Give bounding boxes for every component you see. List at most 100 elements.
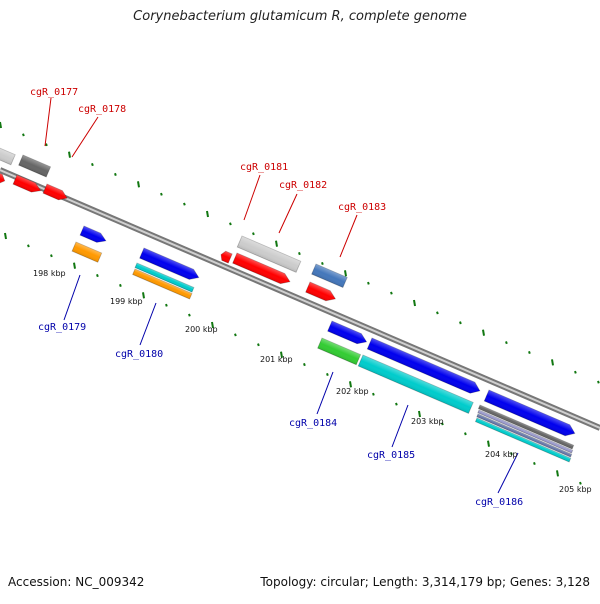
leader-line (391, 404, 409, 448)
gene-feature-grey[interactable] (236, 235, 302, 273)
guide-tick (482, 329, 485, 336)
guide-tick (551, 359, 554, 366)
ruler-tick (96, 274, 99, 278)
gene-arrow-blue[interactable] (483, 389, 577, 439)
ruler-tick (533, 461, 536, 465)
leader-line (497, 452, 519, 494)
leader-line (139, 302, 157, 346)
ruler-tick (188, 313, 191, 317)
guide-tick (206, 210, 209, 218)
guide-tick (528, 350, 531, 354)
guide-tick (344, 270, 347, 277)
gene-feature-cyan[interactable] (357, 354, 474, 414)
ruler-tick (4, 232, 7, 240)
guide-tick (114, 172, 117, 176)
ruler-tick (257, 343, 260, 347)
ruler-tick (510, 452, 513, 456)
ruler-tick (73, 262, 76, 269)
guide-tick (298, 252, 301, 256)
lower-ruler (4, 232, 582, 485)
guide-tick (436, 311, 439, 315)
guide-tick (597, 380, 600, 384)
guide-tick (505, 341, 508, 345)
ruler-label: 199 kbp (110, 297, 143, 306)
gene-label-cgR_0178: cgR_0178 (78, 104, 126, 115)
gene-feature-dark[interactable] (477, 404, 575, 450)
upper-dotted-guide (0, 121, 600, 384)
gene-feature-slate[interactable] (476, 413, 573, 458)
gene-arrow-red[interactable] (12, 174, 43, 195)
guide-tick (91, 163, 94, 167)
guide-tick (160, 192, 163, 196)
ruler-label: 202 kbp (336, 387, 369, 396)
guide-tick (321, 261, 324, 265)
leader-lines (44, 97, 519, 494)
gene-arrow-blue[interactable] (366, 337, 482, 396)
leader-line (316, 371, 334, 415)
gene-feature-orange[interactable] (132, 268, 193, 300)
leader-line (71, 116, 99, 158)
guide-tick (183, 202, 186, 206)
gene-arrow-blue[interactable] (139, 247, 201, 283)
ruler-tick (234, 333, 237, 337)
genome-summary-text: Topology: circular; Length: 3,314,179 bp… (260, 575, 590, 589)
ruler-tick (464, 432, 467, 436)
leader-line (44, 97, 52, 147)
ruler-tick (119, 283, 122, 287)
leader-line (339, 214, 358, 258)
ruler-label: 198 kbp (33, 269, 66, 278)
guide-tick (459, 321, 462, 325)
gene-label-cgR_0180: cgR_0180 (115, 349, 163, 360)
guide-tick (45, 143, 48, 147)
gene-label-cgR_0186: cgR_0186 (475, 497, 523, 508)
ruler-label: 204 kbp (485, 450, 518, 459)
ruler-tick (27, 244, 30, 248)
gene-arrow-blue[interactable] (327, 320, 369, 347)
ruler-tick (372, 392, 375, 396)
ruler-label: 201 kbp (260, 355, 293, 364)
guide-tick (367, 281, 370, 285)
gene-feature-green[interactable] (317, 337, 362, 366)
ruler-tick (349, 381, 352, 388)
ruler-tick (395, 402, 398, 406)
ruler-tick (487, 440, 490, 447)
gene-arrow-red[interactable] (305, 281, 338, 304)
backbone (0, 167, 600, 431)
gene-arrow-red[interactable] (0, 169, 7, 186)
gene-label-cgR_0179: cgR_0179 (38, 322, 86, 333)
map-title: Corynebacterium glutamicum R, complete g… (133, 9, 467, 24)
gene-label-cgR_0184: cgR_0184 (289, 418, 337, 429)
ruler-tick (303, 363, 306, 367)
ruler-tick (579, 481, 582, 485)
gene-label-cgR_0177: cgR_0177 (30, 87, 78, 98)
accession-text: Accession: NC_009342 (8, 575, 145, 589)
gene-feature-steel[interactable] (311, 263, 348, 289)
gene-feature-grey[interactable] (0, 145, 16, 166)
guide-tick (0, 121, 2, 129)
gene-arrow-red[interactable] (42, 183, 69, 203)
ruler-tick (280, 351, 283, 358)
gene-arrow-blue[interactable] (79, 225, 108, 245)
gene-feature-lavender[interactable] (477, 409, 574, 454)
gene-arrow-red[interactable] (219, 250, 233, 264)
guide-tick (229, 222, 232, 226)
gene-label-cgR_0185: cgR_0185 (367, 450, 415, 461)
guide-tick (137, 181, 140, 188)
guide-tick (68, 151, 71, 158)
gene-feature-orange[interactable] (71, 241, 103, 263)
guide-tick (574, 370, 577, 374)
gene-feature-dark[interactable] (18, 154, 52, 178)
gene-label-cgR_0182: cgR_0182 (279, 180, 327, 191)
gene-feature-cyan[interactable] (474, 417, 572, 463)
gene-label-cgR_0181: cgR_0181 (240, 162, 288, 173)
ruler-tick (142, 292, 145, 299)
guide-tick (22, 133, 25, 137)
gene-feature-cyan[interactable] (134, 262, 195, 293)
guide-tick (275, 240, 278, 247)
gene-arrow-red[interactable] (232, 252, 292, 287)
ruler-tick (326, 372, 329, 376)
guide-tick (413, 299, 416, 307)
ruler-tick (211, 321, 214, 329)
